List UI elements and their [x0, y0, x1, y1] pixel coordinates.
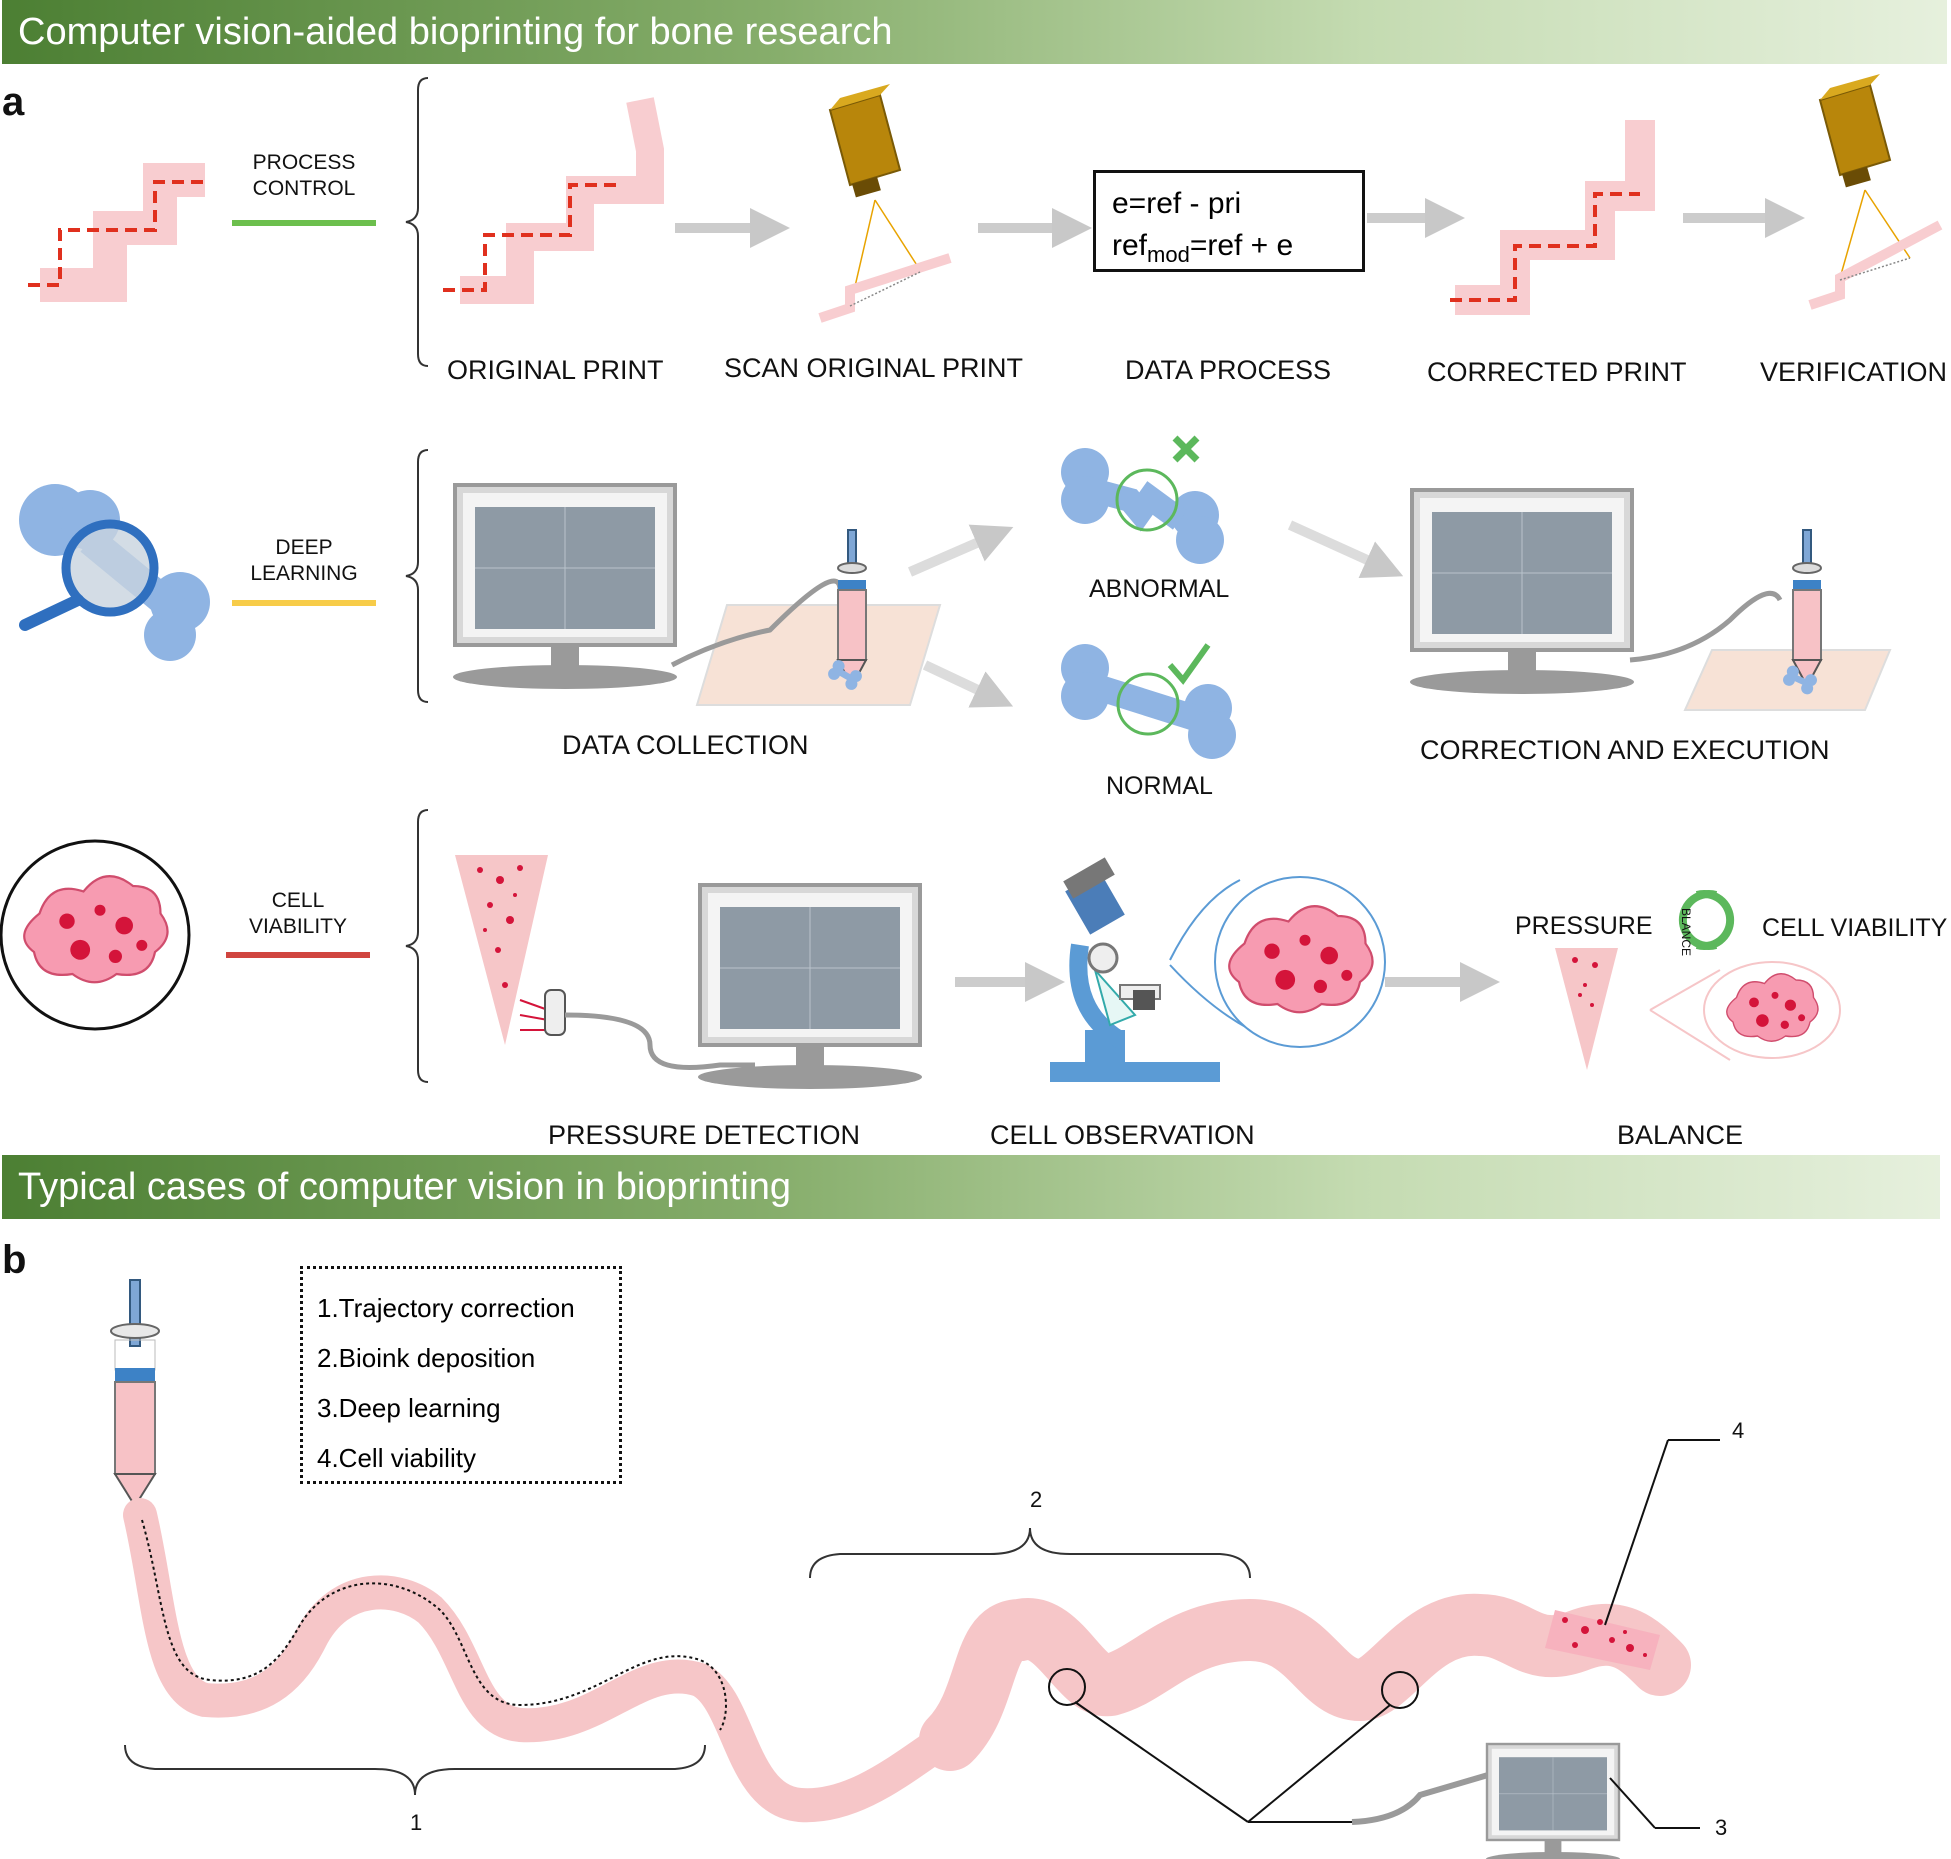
step-correction-execution: CORRECTION AND EXECUTION	[1420, 735, 1830, 765]
bottom-banner-title: Typical cases of computer vision in biop…	[18, 1165, 792, 1208]
legend-box: 1.Trajectory correction 2.Bioink deposit…	[300, 1266, 622, 1484]
arrow-to-normal	[922, 660, 1014, 708]
original-print-graphic	[443, 97, 664, 304]
data-collection-graphic	[451, 483, 942, 706]
step-corrected-print: CORRECTED PRINT	[1427, 357, 1687, 387]
balance-pressure-label: PRESSURE	[1515, 912, 1653, 940]
step-data-collection: DATA COLLECTION	[562, 730, 809, 760]
normal-bone-icon	[1061, 643, 1236, 759]
bottom-banner: Typical cases of computer vision in biop…	[2, 1155, 1940, 1219]
legend-item-3: 3.Deep learning	[317, 1393, 501, 1423]
balance-cell-viability-label: CELL VIABILITY	[1762, 914, 1948, 942]
step-pressure-detection: PRESSURE DETECTION	[548, 1120, 861, 1150]
deep-learning-brace	[405, 449, 429, 703]
brace-2	[809, 1527, 1251, 1579]
formula-line-2: refmod=ref + e	[1112, 229, 1294, 267]
small-monitor-icon	[1351, 1742, 1622, 1859]
data-process-formula-box: e=ref - pri refmod=ref + e	[1093, 170, 1365, 272]
step-cell-observation: CELL OBSERVATION	[990, 1120, 1255, 1150]
pressure-detection-graphic	[455, 855, 924, 1091]
microscope-icon	[1050, 857, 1220, 1082]
legend-item-1: 1.Trajectory correction	[317, 1293, 575, 1323]
step-balance: BALANCE	[1617, 1120, 1744, 1150]
step-scan-original-print: SCAN ORIGINAL PRINT	[724, 353, 1024, 383]
cell-viability-brace	[405, 809, 429, 1083]
formula-line-1: e=ref - pri	[1112, 187, 1242, 220]
balance-arrow-text: BLANCE	[1679, 908, 1693, 957]
top-banner: Computer vision-aided bioprinting for bo…	[2, 0, 1947, 64]
callout-3: 3	[1715, 1815, 1728, 1840]
correction-execution-graphic	[1408, 488, 1892, 711]
legend-item-4: 4.Cell viability	[317, 1443, 476, 1473]
step-verification: VERIFICATION	[1760, 357, 1948, 387]
arrow-to-abnormal	[908, 524, 1014, 577]
step-data-process: DATA PROCESS	[1125, 355, 1332, 385]
legend-item-2: 2.Bioink deposition	[317, 1343, 536, 1373]
callout-1: 1	[410, 1810, 423, 1835]
process-control-icon	[28, 163, 205, 302]
bioink-filament	[123, 1498, 1691, 1823]
process-control-brace	[405, 77, 429, 367]
balance-graphic	[1555, 890, 1841, 1070]
scan-camera-icon	[818, 83, 952, 323]
syringe-large	[110, 1279, 160, 1508]
step-original-print: ORIGINAL PRINT	[447, 355, 664, 385]
zoomed-cells-bubble	[1169, 876, 1386, 1048]
verification-camera-icon	[1808, 73, 1943, 310]
abnormal-bone-icon	[1061, 435, 1224, 564]
top-banner-title: Computer vision-aided bioprinting for bo…	[18, 10, 893, 53]
magnifier-bone-icon	[19, 484, 210, 661]
arrow-to-correction	[1287, 520, 1404, 578]
brace-1	[124, 1744, 706, 1796]
cell-circle-icon	[0, 839, 191, 1031]
outcome-normal: NORMAL	[1106, 772, 1213, 800]
inspection-circles	[1048, 1668, 1419, 1823]
callout-2: 2	[1030, 1487, 1043, 1512]
callout-leaders	[1604, 1439, 1720, 1829]
panel-letter-b: b	[2, 1238, 27, 1282]
outcome-abnormal: ABNORMAL	[1089, 575, 1230, 603]
callout-4: 4	[1732, 1418, 1745, 1443]
corrected-print-graphic	[1450, 120, 1655, 315]
panel-letter-a: a	[2, 80, 25, 124]
